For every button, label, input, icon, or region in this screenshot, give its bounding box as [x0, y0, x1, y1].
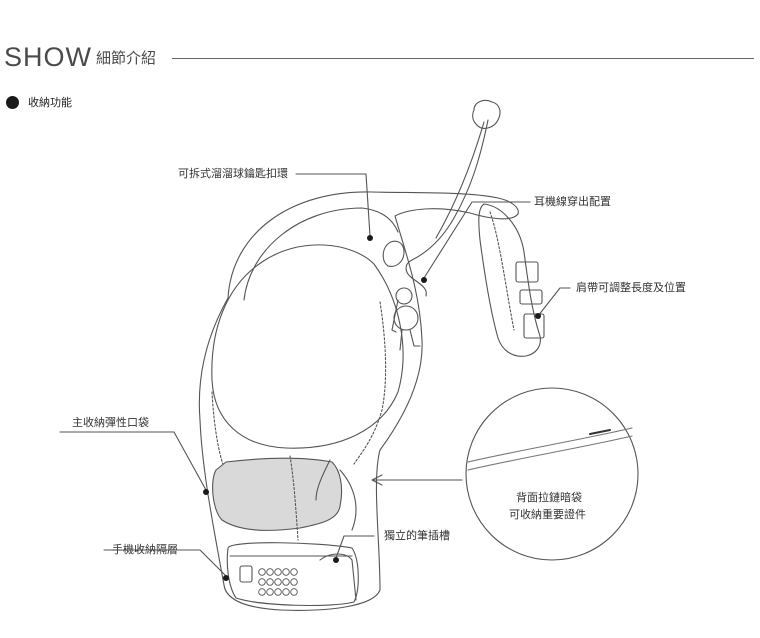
- callout-back-zip-title: 背面拉鏈暗袋: [516, 491, 582, 504]
- header-subtitle: 細節介紹: [96, 49, 157, 67]
- header-divider: [172, 58, 754, 59]
- callout-phone-pocket: 手機收納隔層: [112, 543, 178, 556]
- bag-inner-rim: [243, 207, 399, 301]
- header-title: SHOW: [4, 42, 92, 72]
- bullet-dot-icon: [6, 96, 19, 109]
- phone-pocket: [226, 542, 359, 607]
- shoulder-strap: [478, 203, 541, 357]
- callout-keyring: 可拆式溜溜球鑰匙扣環: [178, 167, 288, 180]
- main-pocket: [212, 457, 343, 531]
- zoom-circle: [465, 387, 639, 561]
- key-ring: [395, 287, 413, 305]
- section-header: SHOW 細節介紹: [4, 40, 754, 74]
- feature-section-label: 收納功能: [28, 96, 72, 109]
- bag-outer-outline: [198, 191, 519, 611]
- callout-earphone-cable: 耳機線穿出配置: [534, 195, 611, 208]
- earbud: [472, 99, 501, 129]
- phone-keypad: [258, 568, 298, 596]
- bag-front-panel: [211, 244, 404, 449]
- callout-strap-adjust: 肩帶可調整長度及位置: [576, 281, 686, 294]
- callout-back-zip-detail: 可收納重要證件: [509, 508, 586, 521]
- strap-buckle: [515, 261, 539, 283]
- callout-main-pocket: 主收納彈性口袋: [72, 416, 149, 429]
- earphone-cable: [405, 119, 489, 297]
- callout-pen-slot: 獨立的筆插槽: [384, 529, 450, 542]
- pen-slot: [319, 553, 357, 601]
